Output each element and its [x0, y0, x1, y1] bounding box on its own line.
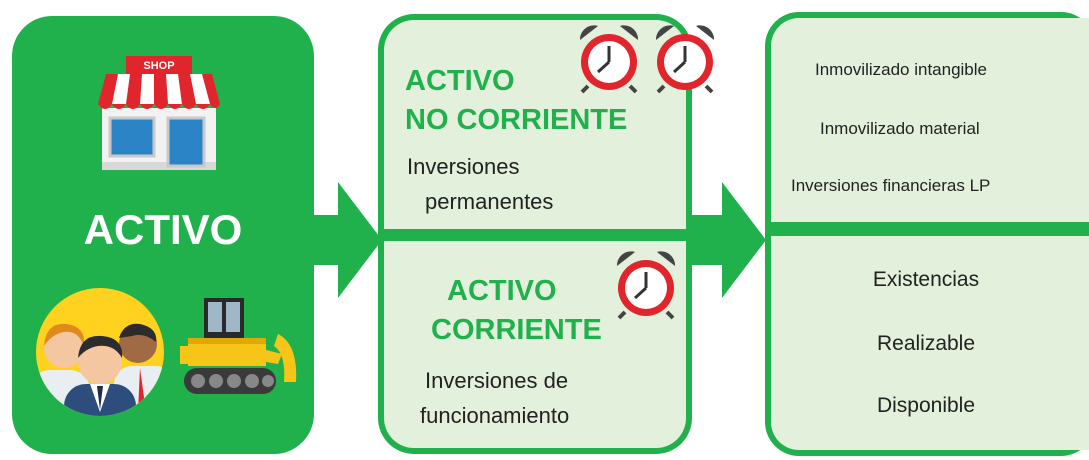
no-corriente-desc-2: permanentes — [425, 189, 554, 214]
alarm-clock-icon — [616, 251, 676, 320]
non-current-item: Inversiones financieras LP — [791, 176, 991, 195]
no-corriente-heading-2: NO CORRIENTE — [405, 104, 628, 136]
arrow-right-icon — [690, 182, 766, 298]
alarm-clock-icon — [655, 25, 715, 94]
arrow-right-icon — [312, 182, 382, 298]
asset-items-box: Inmovilizado intangible Inmovilizado mat… — [765, 12, 1089, 456]
current-item: Disponible — [876, 394, 976, 417]
non-current-item: Inmovilizado intangible — [815, 60, 987, 79]
no-corriente-heading-1: ACTIVO — [405, 65, 515, 97]
bulldozer-icon — [180, 298, 297, 394]
activo-no-corriente-panel: ACTIVO NO CORRIENTE Inversiones permanen… — [384, 20, 686, 229]
non-current-items-panel: Inmovilizado intangible Inmovilizado mat… — [771, 18, 1089, 222]
people-icon — [36, 288, 164, 416]
corriente-desc-2: funcionamiento — [420, 403, 570, 428]
activo-breakdown-box: ACTIVO NO CORRIENTE Inversiones permanen… — [378, 14, 692, 454]
activo-box: SHOP ACTIVO — [12, 16, 314, 454]
current-item: Realizable — [876, 332, 976, 355]
corriente-desc-1: Inversiones de — [425, 368, 569, 393]
alarm-clock-icon — [579, 25, 639, 94]
corriente-heading-2: CORRIENTE — [431, 314, 602, 346]
shop-icon: SHOP — [98, 56, 220, 170]
current-item: Existencias — [872, 268, 980, 291]
corriente-heading-1: ACTIVO — [447, 275, 557, 307]
no-corriente-desc-1: Inversiones — [407, 154, 520, 179]
current-items-panel: Existencias Realizable Disponible — [771, 236, 1089, 450]
shop-sign-text: SHOP — [143, 60, 174, 72]
activo-title: ACTIVO — [83, 206, 243, 253]
non-current-item: Inmovilizado material — [820, 119, 980, 138]
